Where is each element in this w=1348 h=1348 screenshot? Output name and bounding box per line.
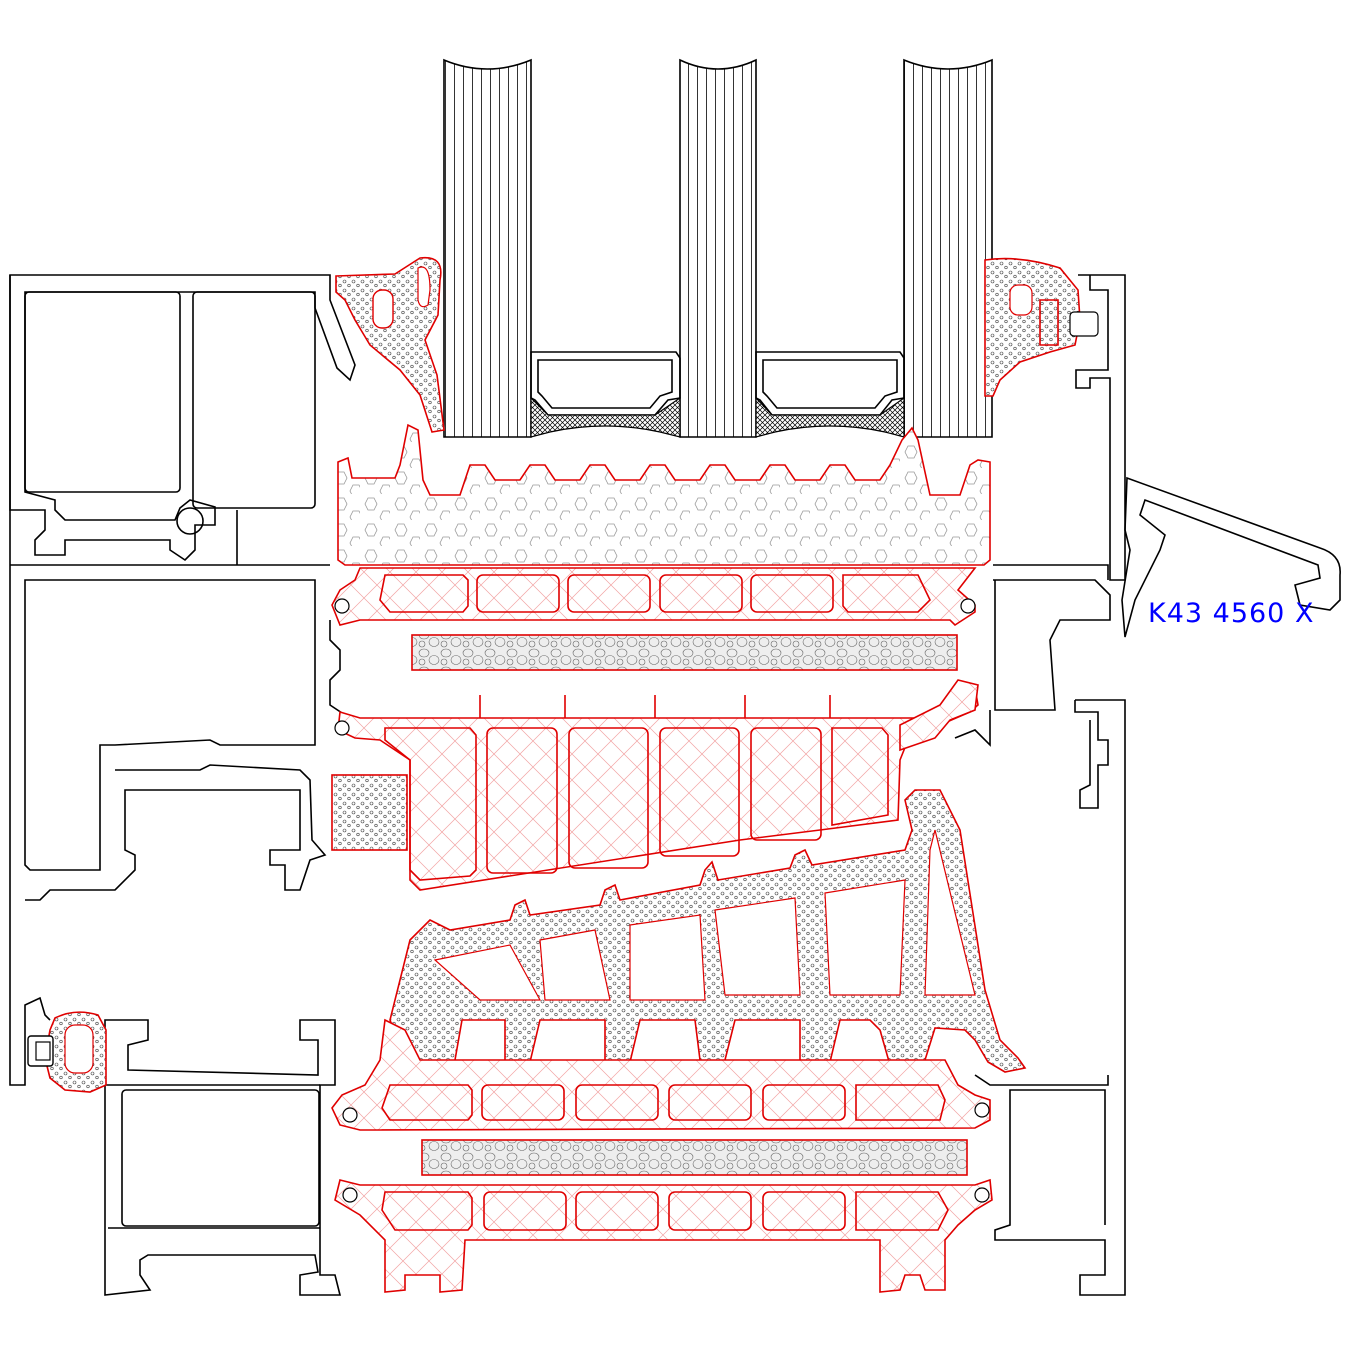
frame-left-lower [104,1019,342,1296]
thermal-break-bottom [334,1178,993,1293]
spacer-bar-left [530,351,681,438]
frame-right-lower [954,699,1126,1296]
profile-code-label: K43 4560 X [1148,598,1315,629]
outer-frame-profile [9,274,356,1086]
glazing-gasket-right [984,257,1081,397]
frame-right-upper [993,274,1126,711]
foam-insulation-strip-upper [411,634,958,671]
drip-cover-profile [1121,476,1341,638]
corner-gasket-left [27,1011,107,1093]
dotted-insert-block [331,774,408,851]
spacer-bar-right [755,351,905,438]
sash-gasket-angled [389,789,1027,1073]
glass-pane-outer [443,58,532,438]
foam-insulation-strip-lower [421,1139,968,1176]
thermal-break-middle [334,679,979,891]
insulation-block-hex [337,423,991,566]
thermal-break-upper-row [329,567,977,721]
thermal-break-lower [331,1018,991,1131]
glass-pane-middle [679,58,757,438]
glass-pane-inner [903,58,993,438]
glazing-gasket-left [335,256,445,433]
